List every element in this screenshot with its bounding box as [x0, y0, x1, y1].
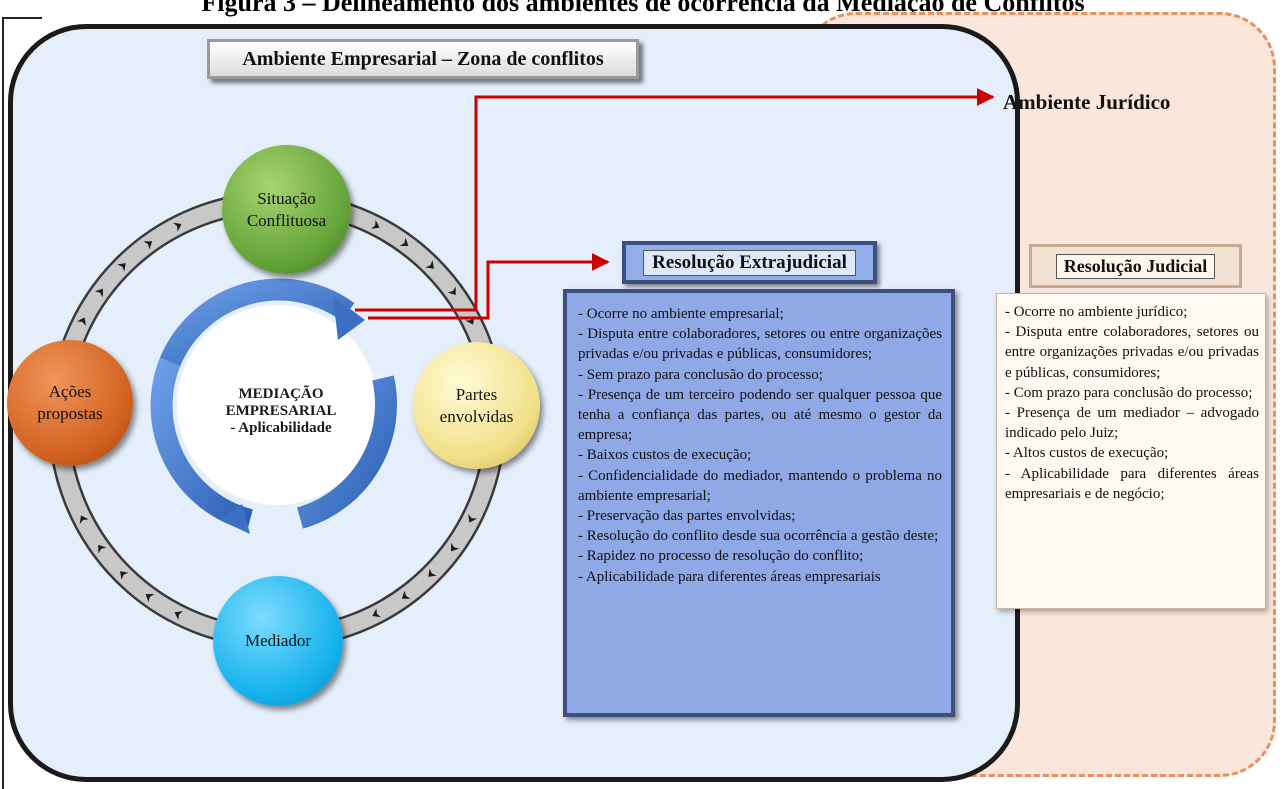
list-item: - Preservação das partes envolvidas;	[578, 508, 796, 525]
list-item: - Aplicabilidade para diferentes áreas e…	[578, 568, 881, 585]
list-item: - Presença de um mediador – advogado ind…	[1005, 405, 1259, 442]
figure-frame-top	[2, 17, 42, 19]
chevron-arrow-icon	[465, 316, 475, 325]
resolucao-judicial-box: - Ocorre no ambiente jurídico; - Disputa…	[996, 293, 1266, 609]
connector-to-ambiente-juridico	[355, 88, 995, 312]
resolucao-judicial-title: Resolução Judicial	[1029, 244, 1242, 288]
chevron-arrow-icon	[425, 260, 434, 269]
node-situacao-label: Situação Conflituosa	[246, 188, 327, 230]
chevron-arrow-icon	[145, 594, 155, 603]
center-arrowhead-bottom	[220, 504, 250, 534]
cycle-chevrons	[76, 219, 478, 621]
resolucao-extrajudicial-title-text: Resolução Extrajudicial	[643, 249, 856, 276]
list-item: - Com prazo para conclusão do processo;	[1005, 384, 1253, 401]
node-partes-envolvidas: Partes envolvidas	[413, 342, 540, 469]
center-label-line1: MEDIAÇÃO	[238, 386, 324, 402]
resolucao-judicial-list: - Ocorre no ambiente jurídico; - Disputa…	[1005, 302, 1259, 504]
list-item: - Rapidez no processo de resolução do co…	[578, 548, 864, 565]
chevron-arrow-icon	[173, 222, 182, 232]
list-item: - Ocorre no ambiente empresarial;	[578, 306, 784, 322]
list-item: - Ocorre no ambiente jurídico;	[1005, 304, 1188, 320]
chevron-arrow-icon	[117, 263, 126, 272]
center-arc-left	[150, 357, 253, 531]
center-disk	[177, 305, 377, 505]
resolucao-extrajudicial-list: - Ocorre no ambiente empresarial; - Disp…	[578, 304, 942, 587]
chevron-arrow-icon	[372, 608, 381, 618]
resolucao-judicial-title-text: Resolução Judicial	[1055, 253, 1216, 279]
list-item: - Altos custos de execução;	[1005, 445, 1169, 462]
chevron-arrow-icon	[94, 288, 103, 298]
chevron-arrow-icon	[174, 611, 183, 621]
chevron-arrow-icon	[371, 219, 380, 229]
ambiente-juridico-label: Ambiente Jurídico	[1003, 90, 1171, 114]
chevron-arrow-icon	[143, 241, 153, 250]
list-item: - Confidencialidade do mediador, mantend…	[578, 467, 942, 504]
center-arc-top	[159, 278, 355, 367]
mediacao-empresarial-label: MEDIAÇÃO EMPRESARIAL - Aplicabilidade	[218, 386, 344, 437]
center-arc-right	[296, 375, 397, 529]
center-label-line2: EMPRESARIAL	[225, 403, 337, 419]
chevron-arrow-icon	[76, 317, 86, 326]
node-mediador: Mediador	[213, 576, 343, 706]
node-acoes-label: Ações propostas	[37, 382, 103, 423]
node-mediador-label: Mediador	[244, 631, 312, 650]
resolucao-extrajudicial-title: Resolução Extrajudicial	[622, 241, 877, 284]
connector-to-resolucao-extrajudicial	[368, 253, 610, 320]
ambiente-empresarial-title: Ambiente Empresarial – Zona de conflitos	[207, 39, 639, 79]
list-item: - Resolução do conflito desde sua ocorrê…	[578, 528, 939, 545]
chevron-arrow-icon	[79, 515, 89, 524]
chevron-arrow-icon	[428, 568, 437, 577]
figure-frame-left	[2, 18, 4, 789]
center-arrowhead-top	[333, 296, 365, 340]
center-label-line3: - Aplicabilidade	[230, 420, 332, 436]
node-situacao-conflituosa: Situação Conflituosa	[222, 145, 351, 274]
node-partes-label: Partes envolvidas	[439, 384, 514, 426]
chevron-arrow-icon	[451, 542, 460, 552]
list-item: - Baixos custos de execução;	[578, 447, 752, 464]
chevron-arrow-icon	[399, 237, 409, 246]
chevron-arrow-icon	[401, 590, 411, 599]
list-item: - Aplicabilidade para diferentes áreas e…	[1005, 465, 1259, 502]
node-acoes-propostas: Ações propostas	[7, 340, 133, 466]
list-item: - Sem prazo para conclusão do processo;	[578, 366, 823, 383]
chevron-arrow-icon	[468, 514, 478, 523]
chevron-arrow-icon	[447, 286, 456, 296]
list-item: - Disputa entre colaboradores, setores o…	[1005, 324, 1259, 381]
list-item: - Presença de um terceiro podendo ser qu…	[578, 386, 942, 444]
chevron-arrow-icon	[98, 544, 107, 554]
resolucao-extrajudicial-box: - Ocorre no ambiente empresarial; - Disp…	[563, 289, 955, 717]
list-item: - Disputa entre colaboradores, setores o…	[578, 326, 942, 363]
chevron-arrow-icon	[120, 571, 129, 580]
